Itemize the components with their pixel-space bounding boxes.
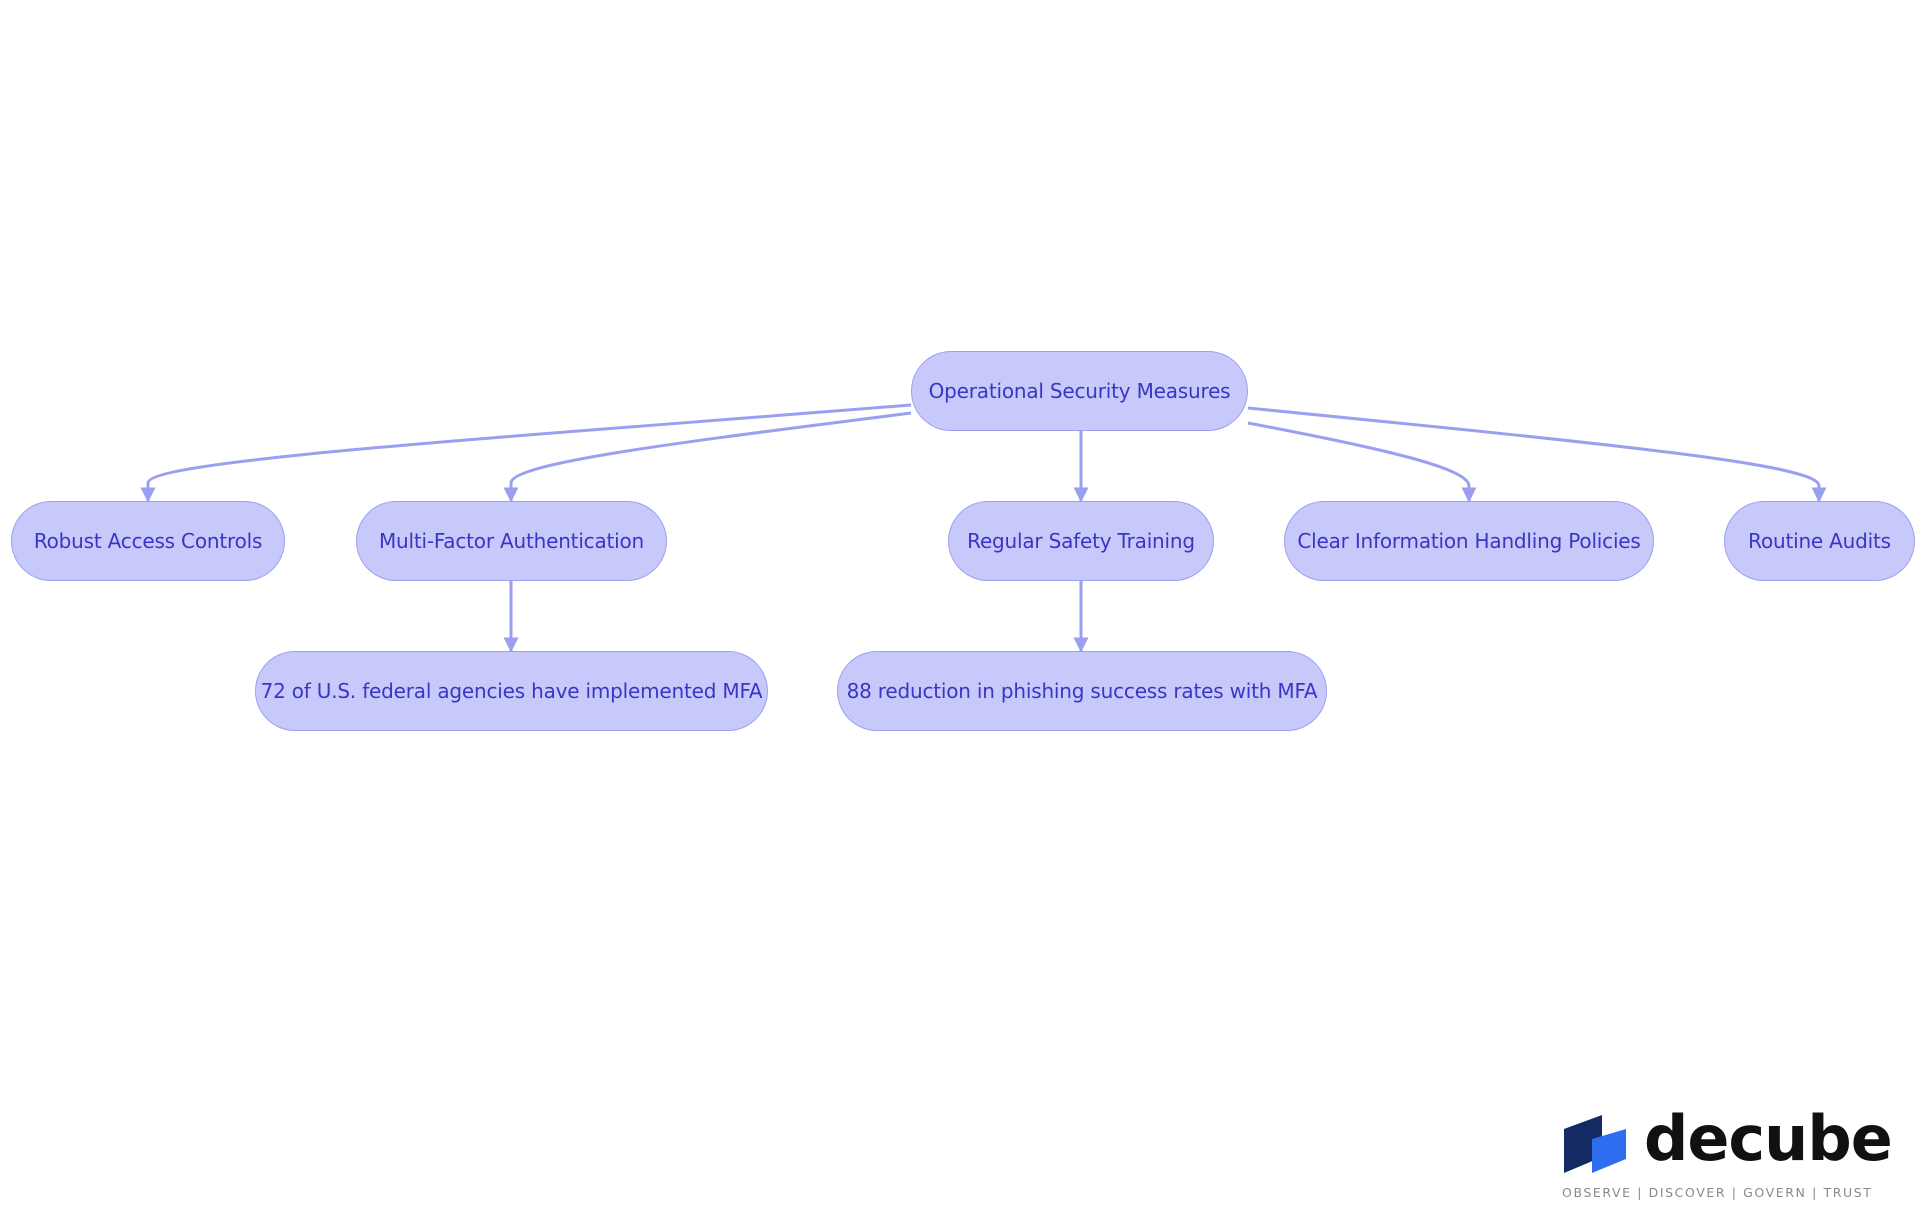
edge-root-robust [140, 403, 912, 503]
node-regular-safety-training: Regular Safety Training [948, 501, 1214, 581]
edge-root-audit [1247, 406, 1827, 503]
edge-root-policy [1247, 421, 1477, 503]
decube-tagline: OBSERVE | DISCOVER | GOVERN | TRUST [1562, 1185, 1873, 1200]
node-operational-security-measures: Operational Security Measures [911, 351, 1248, 431]
decube-wordmark: decube [1644, 1102, 1893, 1175]
decube-logo-mark-icon [1564, 1115, 1626, 1173]
node-routine-audits: Routine Audits [1724, 501, 1915, 581]
node-multi-factor-authentication: Multi-Factor Authentication [356, 501, 667, 581]
node-phishing-reduction-stat: 88 reduction in phishing success rates w… [837, 651, 1327, 731]
node-clear-information-handling-policies: Clear Information Handling Policies [1284, 501, 1654, 581]
edge-root-mfa [503, 411, 912, 503]
node-robust-access-controls: Robust Access Controls [11, 501, 285, 581]
node-mfa-agencies-stat: 72 of U.S. federal agencies have impleme… [255, 651, 768, 731]
decube-logo: decube OBSERVE | DISCOVER | GOVERN | TRU… [1560, 1102, 1893, 1205]
